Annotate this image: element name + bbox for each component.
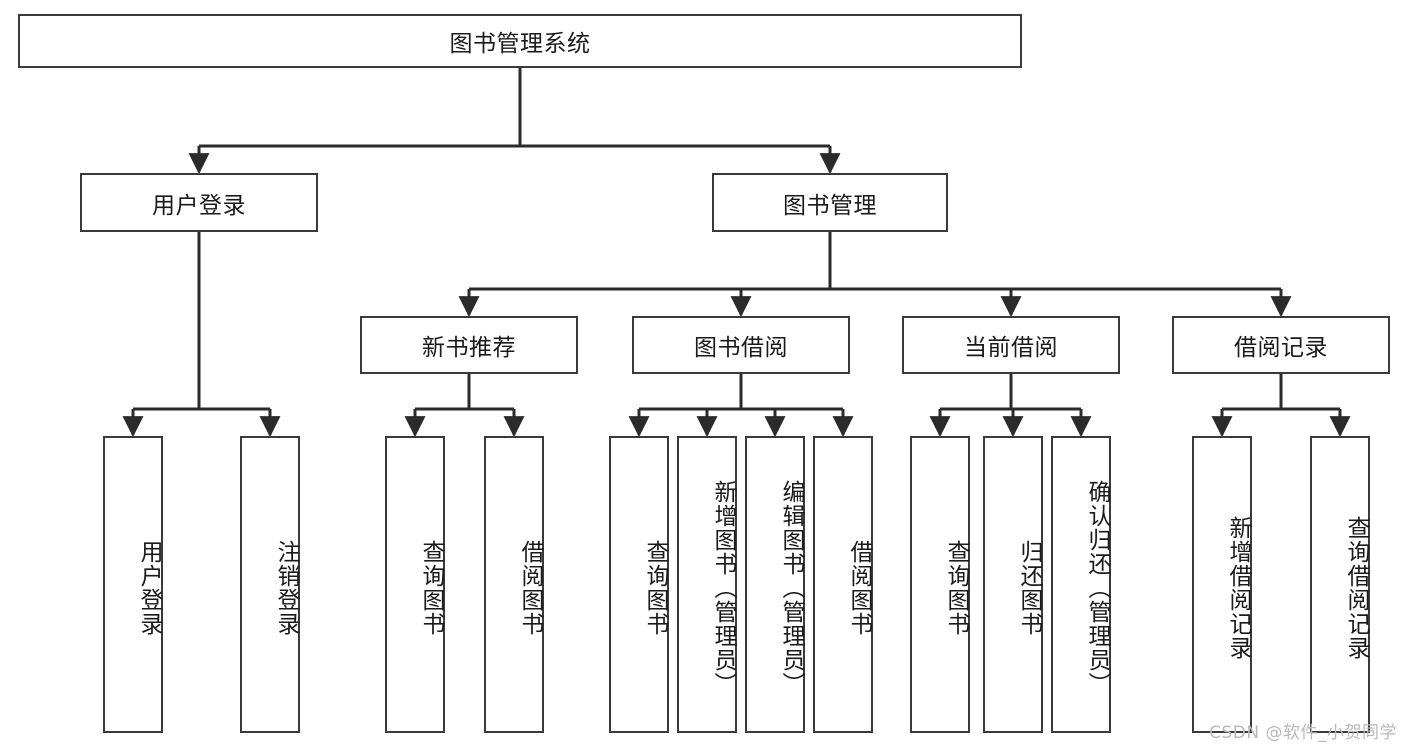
node-label: 图书借阅 [694,335,788,361]
node-label: 查询图书 [418,539,444,636]
node-label: 图书管理系统 [449,31,591,57]
node-label: 用户登录 [152,192,246,219]
node-label: 新增图书（管理员） [710,479,736,696]
node-borrow-record[interactable]: 借阅记录 [1172,316,1390,374]
node-new-book-recommend[interactable]: 新书推荐 [360,316,578,374]
node-leaf-add-book[interactable]: 新增图书（管理员） [677,436,737,733]
node-user-login[interactable]: 用户登录 [80,173,318,232]
node-label: 新书推荐 [422,335,516,361]
node-label: 借阅记录 [1234,335,1328,361]
node-label: 借阅图书 [517,539,543,636]
node-leaf-logout-login[interactable]: 注销登录 [240,436,300,733]
node-leaf-edit-book[interactable]: 编辑图书（管理员） [745,436,805,733]
node-leaf-query-book-1[interactable]: 查询图书 [385,436,445,733]
node-leaf-query-book-2[interactable]: 查询图书 [609,436,669,733]
node-leaf-add-record[interactable]: 新增借阅记录 [1192,436,1252,733]
node-leaf-borrow-book-1[interactable]: 借阅图书 [484,436,544,733]
node-root[interactable]: 图书管理系统 [18,14,1022,68]
node-label: 用户登录 [136,539,162,636]
node-leaf-user-login[interactable]: 用户登录 [103,436,163,733]
node-leaf-return-book[interactable]: 归还图书 [983,436,1043,733]
node-label: 当前借阅 [964,335,1058,361]
node-book-borrow[interactable]: 图书借阅 [632,316,850,374]
node-label: 注销登录 [273,539,299,636]
node-label: 新增借阅记录 [1225,515,1251,660]
node-leaf-confirm-return[interactable]: 确认归还（管理员） [1051,436,1111,733]
node-label: 查询借阅记录 [1343,515,1369,660]
node-leaf-query-book-3[interactable]: 查询图书 [910,436,970,733]
node-label: 查询图书 [943,539,969,636]
node-book-manage[interactable]: 图书管理 [712,173,948,232]
node-label: 编辑图书（管理员） [778,479,804,696]
node-label: 查询图书 [642,539,668,636]
node-label: 归还图书 [1016,539,1042,636]
node-current-borrow[interactable]: 当前借阅 [902,316,1120,374]
node-leaf-query-record[interactable]: 查询借阅记录 [1310,436,1370,733]
node-label: 确认归还（管理员） [1084,479,1110,696]
node-label: 图书管理 [783,192,877,219]
node-label: 借阅图书 [846,539,872,636]
watermark-text: CSDN @软件_小贺同学 [1209,723,1397,743]
node-leaf-borrow-book-2[interactable]: 借阅图书 [813,436,873,733]
